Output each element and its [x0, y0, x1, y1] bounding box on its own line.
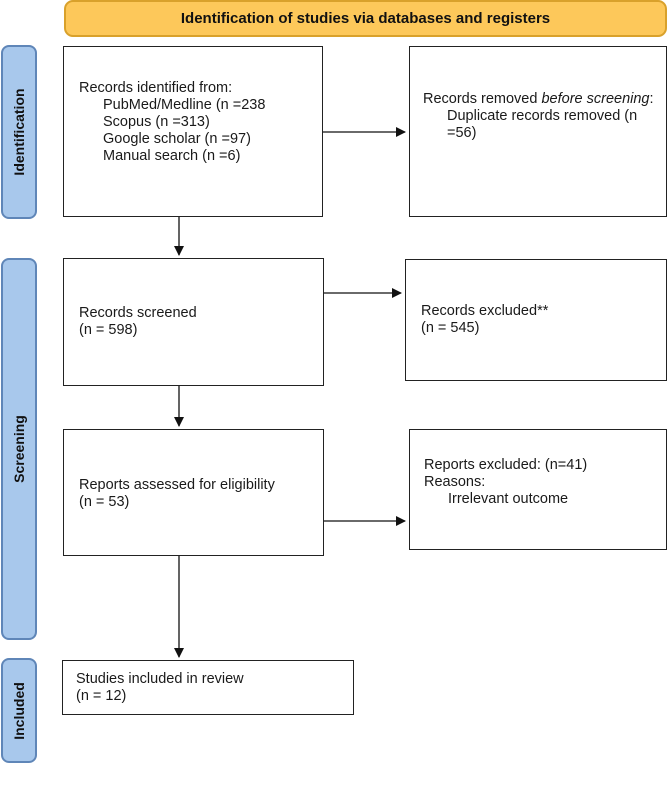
reports-excluded-reasons-label: Reasons:: [424, 474, 486, 490]
duplicate-records-removed: Duplicate records removed (n =56): [447, 108, 638, 141]
source-manual-search: Manual search (n =6): [103, 148, 241, 164]
records-identified-heading: Records identified from:: [79, 80, 233, 96]
reports-assessed-count: (n = 53): [79, 494, 130, 510]
studies-included-label: Studies included in review: [76, 671, 244, 687]
records-identified-box: Records identified from: PubMed/Medline …: [63, 46, 323, 217]
records-removed-box: Records removed before screening: Duplic…: [409, 46, 667, 217]
reports-assessed-label: Reports assessed for eligibility: [79, 477, 275, 493]
studies-included-count: (n = 12): [76, 688, 127, 704]
records-screened-count: (n = 598): [79, 322, 138, 338]
reports-assessed-box: Reports assessed for eligibility (n = 53…: [63, 429, 324, 556]
records-excluded-count: (n = 545): [421, 320, 480, 336]
source-pubmed: PubMed/Medline (n =238: [103, 97, 266, 113]
records-screened-box: Records screened (n = 598): [63, 258, 324, 386]
reports-excluded-label: Reports excluded: (n=41): [424, 457, 588, 473]
records-excluded-label: Records excluded**: [421, 303, 549, 319]
reports-excluded-reason: Irrelevant outcome: [448, 491, 569, 507]
stage-identification: Identification: [1, 45, 37, 219]
header-title: Identification of studies via databases …: [180, 10, 551, 27]
records-screened-label: Records screened: [79, 305, 197, 321]
header-banner: Identification of studies via databases …: [64, 0, 667, 37]
source-google-scholar: Google scholar (n =97): [103, 131, 251, 147]
studies-included-box: Studies included in review (n = 12): [62, 660, 354, 715]
stage-included: Included: [1, 658, 37, 763]
records-removed-heading: Records removed before screening:: [423, 91, 654, 107]
reports-excluded-box: Reports excluded: (n=41) Reasons: Irrele…: [409, 429, 667, 550]
stage-screening: Screening: [1, 258, 37, 640]
source-scopus: Scopus (n =313): [103, 114, 210, 130]
records-excluded-box: Records excluded** (n = 545): [405, 259, 667, 381]
